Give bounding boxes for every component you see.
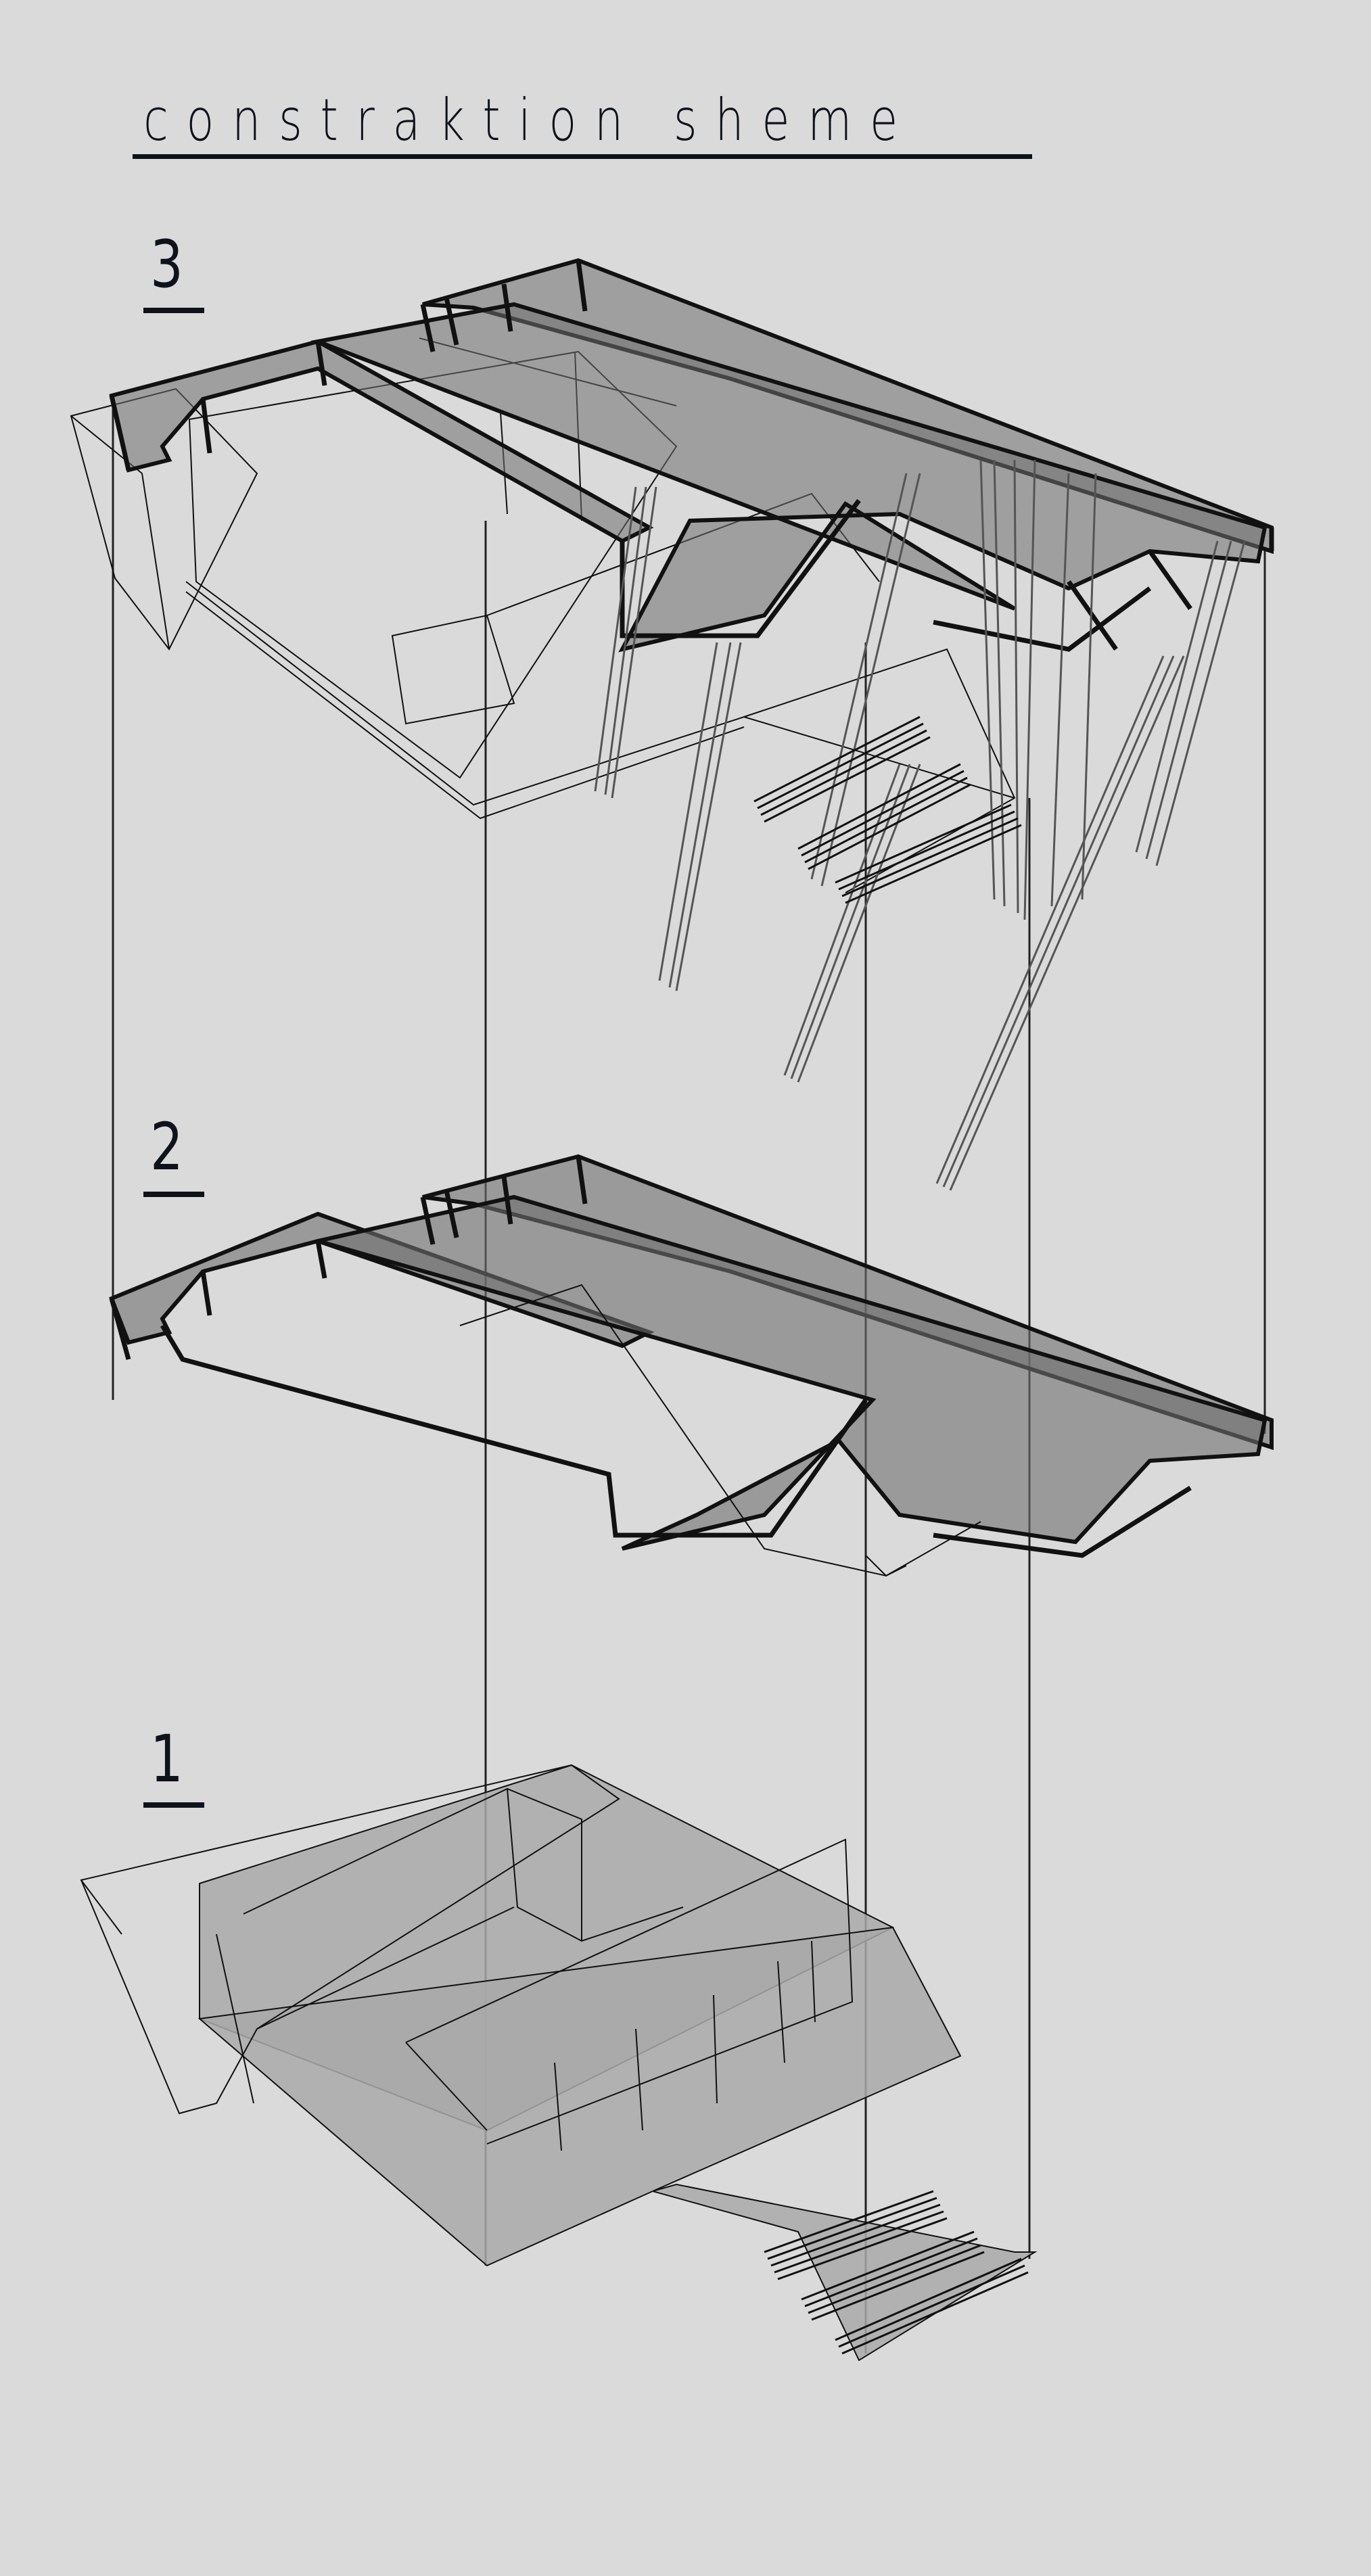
layer-label-1: 1	[150, 1721, 183, 1797]
layer-3-underline	[143, 308, 204, 313]
layer-2-underline	[143, 1192, 204, 1197]
layer-3-drawing	[70, 258, 1274, 1191]
layer-label-3: 3	[150, 227, 183, 302]
layer-1-underline	[143, 1802, 204, 1808]
title-underline	[133, 154, 1032, 159]
diagram-title: constraktion sheme	[143, 87, 916, 154]
layer-2-drawing	[109, 1154, 1274, 1577]
layer-label-2: 2	[150, 1109, 183, 1185]
layer-1-drawing	[80, 1764, 1038, 2362]
